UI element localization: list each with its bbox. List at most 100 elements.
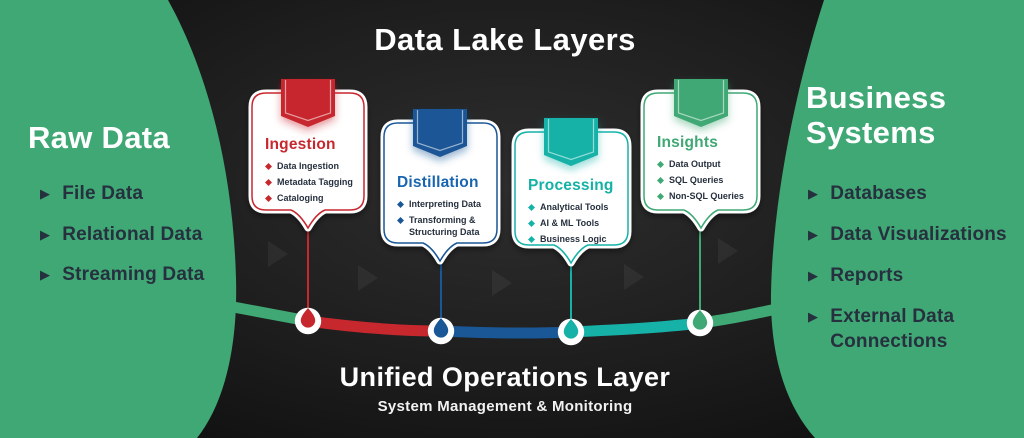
card-shape-ingestion xyxy=(248,89,368,232)
right-panel-item-label: Data Visualizations xyxy=(830,224,1007,245)
bookmark-ribbon-icon xyxy=(544,118,598,166)
timeline-segment xyxy=(570,317,701,338)
ribbon-shape xyxy=(413,109,467,157)
background-chevron-icon xyxy=(492,270,512,296)
diamond-icon xyxy=(265,179,272,186)
right-panel-item: ▶ Databases xyxy=(808,181,1008,206)
right-panel-item: ▶ Reports xyxy=(808,263,1008,288)
ribbon-inner-line xyxy=(416,110,464,152)
triangle-right-icon: ▶ xyxy=(40,227,51,242)
right-panel-item-label: Reports xyxy=(830,265,904,286)
diamond-icon xyxy=(657,193,664,200)
diamond-icon xyxy=(397,217,404,224)
timeline-node-droplet-icon xyxy=(686,309,714,337)
card-bullet-label: AI & ML Tools xyxy=(540,218,600,228)
bookmark-ribbon-icon xyxy=(281,79,335,127)
diamond-icon xyxy=(528,204,535,211)
triangle-right-icon: ▶ xyxy=(808,186,819,201)
card-outline xyxy=(383,122,498,263)
left-panel-title: Raw Data xyxy=(28,120,170,155)
diamond-icon xyxy=(657,161,664,168)
card-bullet-item: Metadata Tagging xyxy=(265,177,361,189)
ribbon-inner-line xyxy=(284,80,332,122)
card-shape-insights xyxy=(640,89,761,232)
card-bullet-item: Analytical Tools xyxy=(528,202,624,214)
card-title: Ingestion xyxy=(265,136,336,153)
right-panel-item: ▶ External Data Connections xyxy=(808,304,988,354)
card-bullet-item: Interpreting Data xyxy=(397,199,493,211)
background-chevron-icon xyxy=(718,238,738,264)
unified-operations-subtitle: System Management & Monitoring xyxy=(377,398,633,415)
node-droplet xyxy=(692,310,708,330)
card-bullet-item: Business Logic xyxy=(528,234,624,246)
ribbon-inner-line xyxy=(677,80,725,122)
card-bullet-label: SQL Queries xyxy=(669,175,724,185)
triangle-right-icon: ▶ xyxy=(808,227,819,242)
diamond-icon xyxy=(528,220,535,227)
diamond-icon xyxy=(265,163,272,170)
diamond-icon xyxy=(657,177,664,184)
card-outline xyxy=(251,92,365,230)
card-bullet-item: SQL Queries xyxy=(657,175,753,187)
right-panel-item: ▶ Data Visualizations xyxy=(808,222,1018,247)
left-panel-item-label: Streaming Data xyxy=(62,264,205,285)
page-title: Data Lake Layers xyxy=(374,22,636,57)
bookmark-ribbon-icon xyxy=(674,79,728,127)
timeline-segment xyxy=(440,325,572,339)
card-shape-distillation xyxy=(380,119,501,265)
card-ingestion: Ingestion Data Ingestion Metadata Taggin… xyxy=(265,136,365,209)
card-bullet-label: Metadata Tagging xyxy=(277,177,353,187)
ribbon-shape xyxy=(281,79,335,127)
card-bullet-item: Data Output xyxy=(657,159,753,171)
card-bullet-label: Data Output xyxy=(669,159,721,169)
right-panel-title: Business Systems xyxy=(806,80,947,150)
card-shape-processing xyxy=(511,128,632,267)
node-droplet xyxy=(300,308,316,328)
timeline-node-droplet-icon xyxy=(557,318,585,346)
left-panel-item-label: Relational Data xyxy=(62,224,203,245)
card-bullet-item: AI & ML Tools xyxy=(528,218,624,230)
card-bullet-label: Cataloging xyxy=(277,193,324,203)
triangle-right-icon: ▶ xyxy=(40,267,51,282)
right-panel-item-label: Databases xyxy=(830,183,928,204)
diamond-icon xyxy=(397,201,404,208)
right-panel-item-label: External Data Connections xyxy=(830,306,955,352)
card-title: Processing xyxy=(528,177,614,194)
card-bullet-item: Transforming & Structuring Data xyxy=(397,215,493,238)
left-panel-item: ▶ Relational Data xyxy=(40,222,240,247)
background-chevron-icon xyxy=(624,264,644,290)
card-bullet-item: Cataloging xyxy=(265,193,361,205)
left-panel-item: ▶ Streaming Data xyxy=(40,262,240,287)
card-bullet-label: Non-SQL Queries xyxy=(669,191,744,201)
background-chevron-icon xyxy=(268,241,288,267)
left-panel-shape xyxy=(0,0,237,438)
diamond-icon xyxy=(265,195,272,202)
card-title: Distillation xyxy=(397,174,479,191)
timeline-segment xyxy=(307,315,442,337)
timeline-segment xyxy=(699,291,832,329)
card-title: Insights xyxy=(657,134,719,151)
bookmark-ribbon-icon xyxy=(413,109,467,157)
unified-operations-title: Unified Operations Layer xyxy=(339,362,671,392)
timeline-node-droplet-icon xyxy=(294,307,322,335)
card-bullet-label: Business Logic xyxy=(540,234,607,244)
card-insights: Insights Data Output SQL Queries Non-SQL… xyxy=(657,134,757,207)
card-bullet-label: Transforming & Structuring Data xyxy=(409,215,480,237)
right-panel-shape xyxy=(770,0,1024,438)
card-outline xyxy=(514,131,629,265)
ribbon-shape xyxy=(674,79,728,127)
card-bullet-label: Data Ingestion xyxy=(277,161,340,171)
card-bullet-item: Data Ingestion xyxy=(265,161,361,173)
triangle-right-icon: ▶ xyxy=(808,309,819,324)
diamond-icon xyxy=(528,236,535,243)
background-chevron-icon xyxy=(358,265,378,291)
card-bullet-item: Non-SQL Queries xyxy=(657,191,753,203)
timeline-node-droplet-icon xyxy=(427,317,455,345)
ribbon-inner-line xyxy=(547,119,595,161)
card-processing: Processing Analytical Tools AI & ML Tool… xyxy=(528,177,628,250)
triangle-right-icon: ▶ xyxy=(40,186,51,201)
card-distillation: Distillation Interpreting Data Transform… xyxy=(397,174,497,243)
card-bullet-label: Analytical Tools xyxy=(540,202,609,212)
